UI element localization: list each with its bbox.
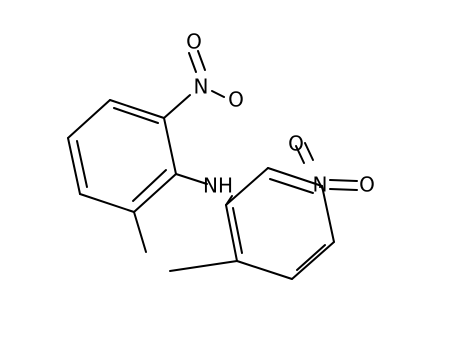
left-ring-bond-6 [67, 99, 111, 139]
left-methyl-bond [133, 211, 147, 253]
right-ring-bond-1 [225, 204, 238, 262]
right-nitro-n-o-top-bond-a [295, 145, 305, 164]
right-nitro-n-o-side-bond-a [329, 179, 358, 182]
right-ring-inner-double-3 [269, 178, 314, 194]
right-ring-bond-4 [321, 185, 335, 243]
right-nitro-n-o-side-bond-b [329, 188, 358, 191]
right-ring [225, 167, 335, 280]
left-ring-to-nitro-bond [163, 94, 191, 119]
left-ring-bond-4 [79, 193, 135, 213]
right-ring-inner-double-1 [232, 207, 243, 254]
left-ring-inner-double-3 [76, 140, 88, 188]
right-ring-to-nitro-bond [319, 185, 323, 188]
right-methyl-bond [169, 260, 238, 272]
left-nitro-n-o-top-bond-b [197, 50, 206, 71]
left-nitro-n-o-top-bond-a [188, 52, 197, 73]
right-ring-bond-5 [267, 167, 323, 187]
left-ring-inner-double-1 [113, 107, 159, 124]
left-ring [67, 99, 177, 213]
right-ring-inner-double-2 [296, 244, 326, 271]
left-nitro-oxygen-top-label: O [186, 30, 202, 54]
right-nitro-nitrogen-label: N [313, 173, 328, 197]
left-ring-to-amine-bond [175, 173, 208, 185]
left-ring-bond-1 [109, 99, 165, 119]
right-ring-bond-3 [291, 241, 335, 280]
left-ring-bond-5 [67, 137, 81, 195]
left-ring-bond-2 [163, 117, 177, 175]
left-ring-bond-3 [133, 173, 177, 213]
right-nitro-oxygen-side-label: O [359, 173, 375, 197]
right-nitro-n-o-top-bond-b [304, 142, 314, 161]
right-nitro-oxygen-top-label: O [288, 132, 304, 156]
right-ring-to-amine-bond [225, 195, 233, 206]
amine-label: NH [203, 174, 233, 198]
right-ring-bond-2 [236, 260, 293, 280]
left-nitro-oxygen-side-label: O [228, 88, 244, 112]
left-ring-inner-double-2 [132, 169, 167, 202]
right-ring-bond-6 [225, 167, 269, 206]
left-nitro-n-o-side-bond [211, 90, 225, 98]
left-nitro-nitrogen-label: N [194, 75, 209, 99]
